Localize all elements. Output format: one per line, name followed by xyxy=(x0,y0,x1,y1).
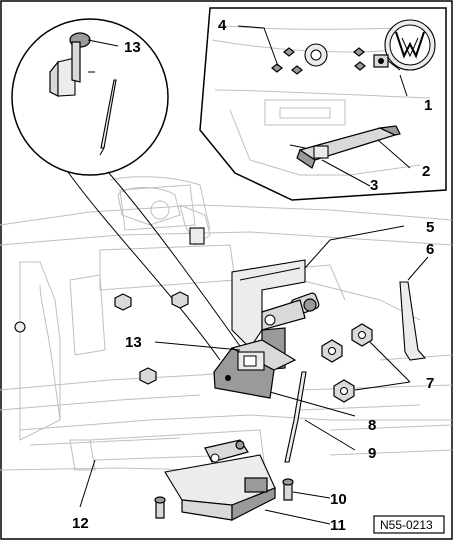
reference-code: N55-0213 xyxy=(380,518,433,532)
fastening-clips xyxy=(271,43,366,75)
inset-lock-bracket xyxy=(49,32,117,156)
lock-motor-ghost xyxy=(117,187,211,246)
callout-7: 7 xyxy=(426,375,434,392)
detail-inset-tailgate xyxy=(199,7,447,201)
callout-9: 9 xyxy=(368,445,376,462)
lock-housing xyxy=(213,339,297,399)
callout-5: 5 xyxy=(426,219,434,236)
callout-13-main: 13 xyxy=(125,334,142,351)
callout-12: 12 xyxy=(72,515,89,532)
vw-emblem-handle xyxy=(373,19,436,71)
reference-code-box: N55-0213 xyxy=(373,515,445,534)
motor-connector-ghost xyxy=(189,227,205,245)
callout-labels: 1 2 3 4 5 6 7 8 9 10 11 12 13 13 xyxy=(72,17,434,534)
detail-inset-bracket xyxy=(11,18,169,176)
operating-rod-9 xyxy=(284,371,307,463)
bolts-10 xyxy=(154,478,294,519)
callout-6: 6 xyxy=(426,241,434,258)
pull-rod-6 xyxy=(399,281,427,361)
tailgate-body-background xyxy=(0,176,453,471)
nuts-7 xyxy=(321,323,373,403)
callout-10: 10 xyxy=(330,491,347,508)
leader-lines xyxy=(79,25,429,525)
callout-4: 4 xyxy=(218,17,227,34)
lock-striker-11 xyxy=(164,439,276,521)
callout-11: 11 xyxy=(330,517,346,534)
body-bolts xyxy=(14,291,189,385)
callout-1: 1 xyxy=(424,97,432,114)
callout-8: 8 xyxy=(368,417,376,434)
micro-switch xyxy=(313,145,329,159)
callout-3: 3 xyxy=(370,177,378,194)
inset-tailgate-panel xyxy=(211,24,431,176)
callout-13-inset: 13 xyxy=(124,39,141,56)
callout-2: 2 xyxy=(422,163,430,180)
tailgate-handle-assembly xyxy=(289,125,401,169)
